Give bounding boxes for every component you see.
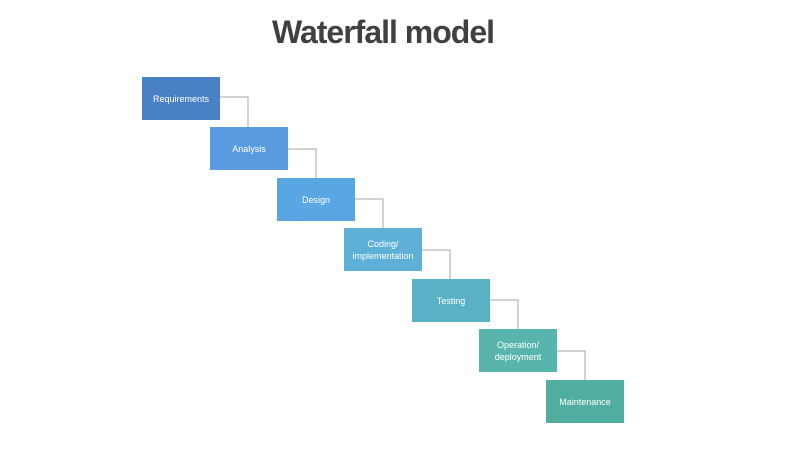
step-label: Analysis xyxy=(232,143,266,154)
slide-title: Waterfall model xyxy=(271,14,495,50)
step-label: Design xyxy=(301,194,330,205)
connector-requirements-analysis xyxy=(220,96,249,127)
step-design: Design xyxy=(277,178,355,221)
step-coding-implementation: Coding/ implementation xyxy=(344,228,422,271)
connector-testing-operation xyxy=(490,299,519,329)
step-testing: Testing xyxy=(412,279,490,322)
step-label: Coding/ implementation xyxy=(352,238,414,261)
connector-analysis-design xyxy=(288,148,317,178)
connector-coding-testing xyxy=(422,249,451,279)
step-operation-deployment: Operation/ deployment xyxy=(479,329,557,372)
step-label: Testing xyxy=(436,295,466,306)
step-label: Maintenance xyxy=(559,396,611,407)
step-analysis: Analysis xyxy=(210,127,288,170)
step-requirements: Requirements xyxy=(142,77,220,120)
connector-design-coding xyxy=(355,198,384,228)
step-maintenance: Maintenance xyxy=(546,380,624,423)
connector-operation-maintenance xyxy=(557,350,586,380)
step-label: Operation/ deployment xyxy=(494,339,542,362)
step-label: Requirements xyxy=(152,93,210,104)
